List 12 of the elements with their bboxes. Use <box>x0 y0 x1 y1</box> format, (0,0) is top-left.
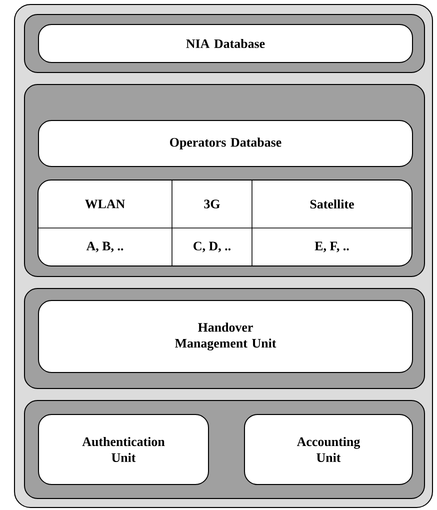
network-table: WLAN 3G Satellite A, B, .. C, D, .. E, F, .. <box>38 180 412 266</box>
label: A, B, .. <box>86 242 124 252</box>
label: C, D, .. <box>194 242 230 252</box>
label: 3G <box>204 200 220 208</box>
unit-box: NIA Database <box>38 24 413 63</box>
unit-box: Handover Management Unit <box>38 300 413 373</box>
unit-box: Authentication Unit <box>38 414 209 485</box>
unit-box: Accounting Unit <box>244 414 413 485</box>
unit-box: Operators Database <box>38 120 413 167</box>
label: WLAN <box>85 200 125 208</box>
label: E, F, .. <box>314 242 349 252</box>
label: Satellite <box>310 199 354 209</box>
